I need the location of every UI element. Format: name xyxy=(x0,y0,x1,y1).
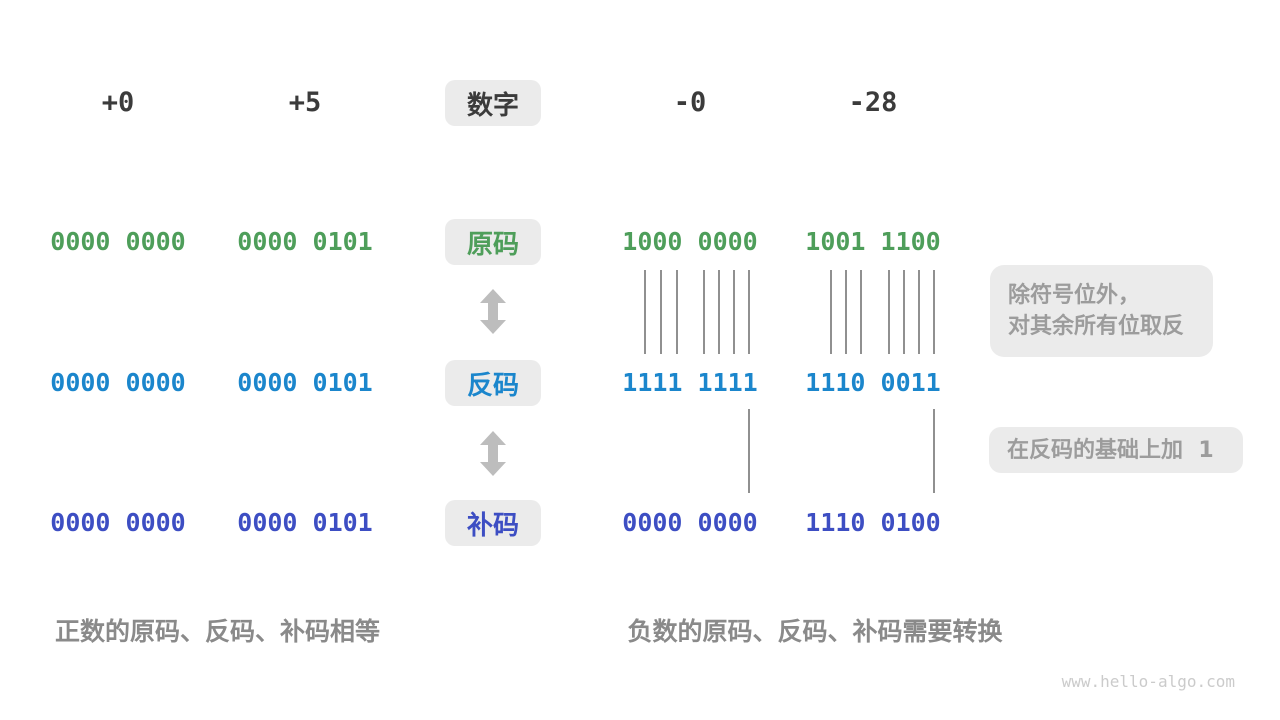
invert-bits-note: 除符号位外， 对其余所有位取反 xyxy=(990,265,1213,357)
invert-bits-note-line1: 除符号位外， xyxy=(1008,283,1141,308)
sign-magnitude-minus0: 1000 0000 xyxy=(622,227,758,256)
ones-complement-label: 反码 xyxy=(466,370,519,401)
sign-magnitude-minus28: 1001 1100 xyxy=(805,227,941,256)
twos-complement-plus5: 0000 0101 xyxy=(237,508,373,537)
bit-connector-line xyxy=(676,270,678,354)
ones-complement-label-box: 反码 xyxy=(445,360,541,406)
sign-magnitude-plus0: 0000 0000 xyxy=(50,227,186,256)
header-label-box: 数字 xyxy=(445,80,541,126)
ones-complement-minus28: 1110 0011 xyxy=(805,368,941,397)
bit-connector-line xyxy=(748,409,750,493)
positive-numbers-caption: 正数的原码、反码、补码相等 xyxy=(54,617,380,646)
ones-complement-plus5: 0000 0101 xyxy=(237,368,373,397)
header-label: 数字 xyxy=(466,90,519,121)
column-header-minus28: -28 xyxy=(848,87,898,118)
add-one-note-text: 在反码的基础上加 1 xyxy=(1007,437,1214,463)
column-header-plus5: +5 xyxy=(288,87,322,118)
watermark: www.hello-algo.com xyxy=(1061,672,1235,691)
column-header-plus0: +0 xyxy=(101,87,135,118)
bit-connector-line xyxy=(733,270,735,354)
sign-magnitude-label-box: 原码 xyxy=(445,219,541,265)
bit-connector-line xyxy=(888,270,890,354)
bit-connector-line xyxy=(660,270,662,354)
invert-bits-note-line2: 对其余所有位取反 xyxy=(1008,314,1185,339)
bit-connector-line xyxy=(748,270,750,354)
bit-connector-line xyxy=(933,270,935,354)
sign-magnitude-plus5: 0000 0101 xyxy=(237,227,373,256)
sign-magnitude-label: 原码 xyxy=(466,229,519,260)
up-down-arrow-icon xyxy=(480,431,506,476)
bit-connector-line xyxy=(845,270,847,354)
ones-complement-plus0: 0000 0000 xyxy=(50,368,186,397)
twos-complement-minus0: 0000 0000 xyxy=(622,508,758,537)
add-one-note: 在反码的基础上加 1 xyxy=(989,427,1243,473)
column-header-minus0: -0 xyxy=(673,87,707,118)
twos-complement-minus28: 1110 0100 xyxy=(805,508,941,537)
ones-complement-minus0: 1111 1111 xyxy=(622,368,758,397)
negative-numbers-caption: 负数的原码、反码、补码需要转换 xyxy=(627,617,1003,646)
bit-connector-line xyxy=(903,270,905,354)
bit-connector-line xyxy=(933,409,935,493)
twos-complement-plus0: 0000 0000 xyxy=(50,508,186,537)
bit-connector-line xyxy=(918,270,920,354)
bit-connector-line xyxy=(830,270,832,354)
twos-complement-label: 补码 xyxy=(466,510,519,541)
bit-connector-line xyxy=(718,270,720,354)
bit-connector-line xyxy=(860,270,862,354)
twos-complement-label-box: 补码 xyxy=(445,500,541,546)
up-down-arrow-icon xyxy=(480,289,506,334)
bit-connector-line xyxy=(703,270,705,354)
bit-connector-line xyxy=(644,270,646,354)
